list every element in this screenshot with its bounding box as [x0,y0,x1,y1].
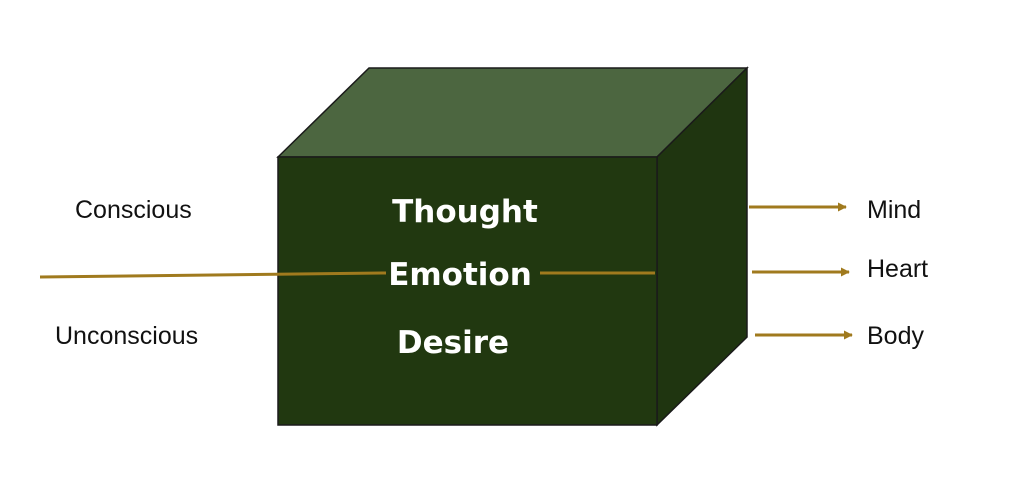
cube-front-face [277,156,658,426]
label-heart: Heart [867,255,928,283]
label-mind: Mind [867,196,921,224]
label-body: Body [867,322,924,350]
cube-label-desire: Desire [397,325,509,361]
cube-label-thought: Thought [392,194,538,230]
label-conscious: Conscious [75,196,192,224]
cube [276,66,749,427]
label-unconscious: Unconscious [55,322,198,350]
cube-label-emotion: Emotion [388,257,532,293]
through-line-left [39,271,387,279]
